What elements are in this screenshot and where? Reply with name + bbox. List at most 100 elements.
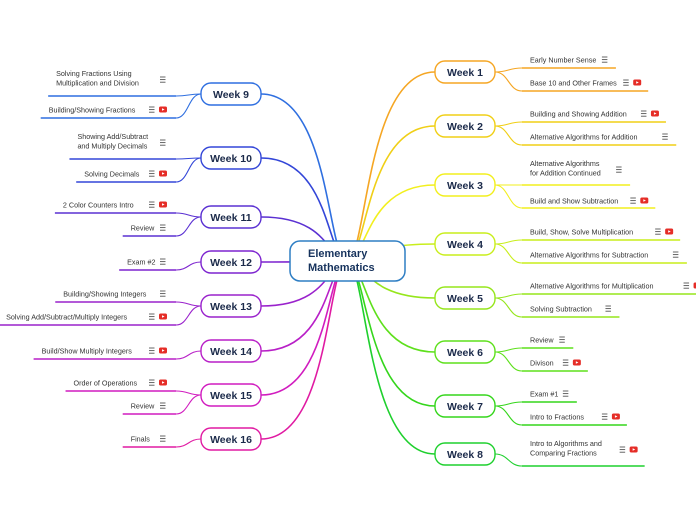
topic-item[interactable]: Base 10 and Other Frames bbox=[530, 79, 642, 88]
youtube-video-icon[interactable] bbox=[650, 110, 659, 117]
central-topic-box[interactable] bbox=[289, 240, 406, 282]
note-icon[interactable] bbox=[149, 201, 155, 208]
week-node-box-5[interactable] bbox=[434, 286, 496, 310]
topic-item[interactable]: Alternative Algorithms for Subtraction bbox=[530, 251, 679, 260]
note-icon[interactable] bbox=[619, 446, 626, 453]
note-icon[interactable] bbox=[601, 413, 608, 420]
youtube-video-icon[interactable] bbox=[572, 359, 581, 366]
youtube-video-icon[interactable] bbox=[693, 282, 696, 289]
note-icon[interactable] bbox=[160, 224, 166, 231]
note-icon[interactable] bbox=[160, 290, 166, 297]
note-icon[interactable] bbox=[160, 258, 166, 265]
youtube-video-icon[interactable] bbox=[159, 106, 167, 113]
topic-item[interactable]: Building/Showing Integers bbox=[63, 290, 166, 299]
topic-item[interactable]: Early Number Sense bbox=[530, 56, 608, 65]
topic-item[interactable]: Exam #2 bbox=[127, 258, 166, 267]
week-node-box-8[interactable] bbox=[434, 442, 496, 466]
week-node-2[interactable]: Week 2 bbox=[434, 114, 496, 138]
topic-item[interactable]: Order of Operations bbox=[74, 379, 167, 388]
week-node-box-14[interactable] bbox=[200, 339, 262, 363]
week-node-12[interactable]: Week 12 bbox=[200, 250, 262, 274]
topic-item[interactable]: 2 Color Counters Intro bbox=[63, 201, 167, 210]
note-icon[interactable] bbox=[623, 79, 629, 86]
topic-item[interactable]: Review bbox=[131, 224, 166, 233]
week-node-box-13[interactable] bbox=[200, 294, 262, 318]
week-node-box-2[interactable] bbox=[434, 114, 496, 138]
note-icon[interactable] bbox=[672, 251, 679, 258]
week-node-4[interactable]: Week 4 bbox=[434, 232, 496, 256]
topic-item[interactable]: Solving Decimals bbox=[84, 170, 167, 179]
week-node-13[interactable]: Week 13 bbox=[200, 294, 262, 318]
week-node-box-1[interactable] bbox=[434, 60, 496, 84]
note-icon[interactable] bbox=[160, 435, 166, 442]
week-node-box-11[interactable] bbox=[200, 205, 262, 229]
note-icon[interactable] bbox=[149, 347, 155, 354]
youtube-video-icon[interactable] bbox=[159, 201, 167, 208]
week-node-10[interactable]: Week 10 bbox=[200, 146, 262, 170]
week-node-box-16[interactable] bbox=[200, 427, 262, 451]
note-icon[interactable] bbox=[683, 282, 690, 289]
week-node-3[interactable]: Week 3 bbox=[434, 173, 496, 197]
topic-item[interactable]: Build/Show Multiply Integers bbox=[42, 347, 167, 356]
youtube-video-icon[interactable] bbox=[611, 413, 620, 420]
topic-item[interactable]: Build and Show Subtraction bbox=[530, 197, 649, 206]
week-node-box-7[interactable] bbox=[434, 394, 496, 418]
note-icon[interactable] bbox=[149, 106, 155, 113]
note-icon[interactable] bbox=[559, 336, 565, 343]
youtube-video-icon[interactable] bbox=[159, 379, 167, 386]
note-icon[interactable] bbox=[160, 76, 166, 83]
topic-item[interactable]: Solving Subtraction bbox=[530, 305, 611, 314]
week-node-box-15[interactable] bbox=[200, 383, 262, 407]
week-node-16[interactable]: Week 16 bbox=[200, 427, 262, 451]
week-node-14[interactable]: Week 14 bbox=[200, 339, 262, 363]
topic-item[interactable]: Exam #1 bbox=[530, 390, 569, 399]
note-icon[interactable] bbox=[601, 56, 608, 63]
week-node-box-4[interactable] bbox=[434, 232, 496, 256]
youtube-video-icon[interactable] bbox=[159, 313, 167, 320]
youtube-video-icon[interactable] bbox=[159, 347, 167, 354]
week-node-box-12[interactable] bbox=[200, 250, 262, 274]
week-node-box-10[interactable] bbox=[200, 146, 262, 170]
topic-item[interactable]: Building/Showing Fractions bbox=[49, 106, 167, 115]
week-node-1[interactable]: Week 1 bbox=[434, 60, 496, 84]
note-icon[interactable] bbox=[160, 139, 166, 146]
topic-item[interactable]: Alternative Algorithms for Multiplicatio… bbox=[530, 282, 696, 291]
week-node-15[interactable]: Week 15 bbox=[200, 383, 262, 407]
note-icon[interactable] bbox=[655, 228, 661, 235]
youtube-video-icon[interactable] bbox=[629, 446, 638, 453]
central-topic[interactable]: Elementary Mathematics bbox=[289, 240, 406, 282]
youtube-video-icon[interactable] bbox=[640, 197, 649, 204]
topic-item[interactable]: Divison bbox=[530, 359, 581, 368]
note-icon[interactable] bbox=[149, 170, 155, 177]
note-icon[interactable] bbox=[149, 313, 155, 320]
week-node-6[interactable]: Week 6 bbox=[434, 340, 496, 364]
topic-item[interactable]: Build, Show, Solve Multiplication bbox=[530, 228, 674, 237]
week-node-8[interactable]: Week 8 bbox=[434, 442, 496, 466]
week-node-9[interactable]: Week 9 bbox=[200, 82, 262, 106]
note-icon[interactable] bbox=[562, 390, 569, 397]
week-node-box-6[interactable] bbox=[434, 340, 496, 364]
note-icon[interactable] bbox=[160, 402, 166, 409]
youtube-video-icon[interactable] bbox=[633, 79, 642, 86]
week-node-5[interactable]: Week 5 bbox=[434, 286, 496, 310]
note-icon[interactable] bbox=[562, 359, 569, 366]
note-icon[interactable] bbox=[149, 379, 155, 386]
week-node-box-3[interactable] bbox=[434, 173, 496, 197]
topic-item[interactable]: Review bbox=[530, 336, 565, 345]
topic-item[interactable]: Review bbox=[131, 402, 166, 411]
topic-item[interactable]: Alternative Algorithms for Addition bbox=[530, 133, 668, 142]
week-node-box-9[interactable] bbox=[200, 82, 262, 106]
topic-item[interactable]: Finals bbox=[131, 435, 166, 444]
week-node-11[interactable]: Week 11 bbox=[200, 205, 262, 229]
youtube-video-icon[interactable] bbox=[665, 228, 674, 235]
week-node-7[interactable]: Week 7 bbox=[434, 394, 496, 418]
note-icon[interactable] bbox=[640, 110, 647, 117]
note-icon[interactable] bbox=[605, 305, 611, 312]
note-icon[interactable] bbox=[662, 133, 668, 140]
note-icon[interactable] bbox=[616, 166, 622, 173]
note-icon[interactable] bbox=[630, 197, 636, 204]
